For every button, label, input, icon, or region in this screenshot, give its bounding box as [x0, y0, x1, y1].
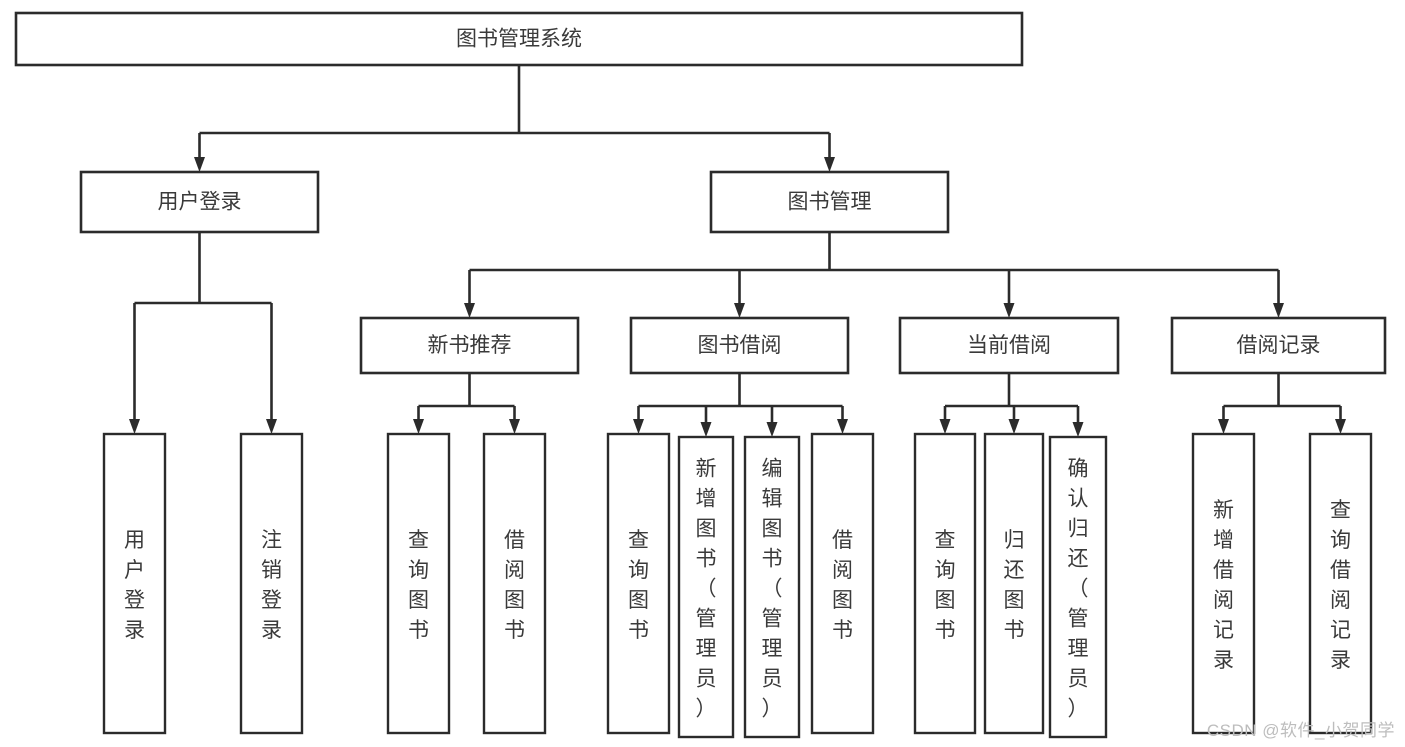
node-label: 新增图书（管理员）: [696, 457, 717, 720]
arrow-head-icon: [509, 419, 520, 434]
arrow-head-icon: [824, 157, 835, 172]
node-box: [79, 170, 320, 234]
arrow-head-icon: [734, 303, 745, 318]
node-box: [14, 11, 1024, 67]
node-box: [810, 432, 875, 735]
node-user-login[interactable]: 用户登录: [79, 170, 320, 234]
node-box: [743, 435, 801, 739]
node-book-mgmt[interactable]: 图书管理: [709, 170, 950, 234]
node-box: [1191, 432, 1256, 735]
node-label: 新书推荐: [428, 334, 512, 357]
node-leaf-return-book[interactable]: 归还图书: [983, 432, 1045, 735]
node-leaf-user-login[interactable]: 用户登录: [102, 432, 167, 735]
node-layer: 图书管理系统用户登录图书管理新书推荐图书借阅当前借阅借阅记录用户登录注销登录查询…: [14, 11, 1387, 739]
arrow-head-icon: [1218, 419, 1229, 434]
node-box: [239, 432, 304, 735]
node-box: [898, 316, 1120, 375]
node-new-book-rec[interactable]: 新书推荐: [359, 316, 580, 375]
node-box: [709, 170, 950, 234]
node-leaf-add-record[interactable]: 新增借阅记录: [1191, 432, 1256, 735]
arrow-head-icon: [413, 419, 424, 434]
node-label: 图书管理: [788, 191, 872, 214]
arrow-head-icon: [464, 303, 475, 318]
node-borrow-record[interactable]: 借阅记录: [1170, 316, 1387, 375]
arrow-head-icon: [837, 419, 848, 434]
arrow-head-icon: [766, 422, 778, 437]
node-leaf-query-book-1[interactable]: 查询图书: [386, 432, 451, 735]
node-box: [983, 432, 1045, 735]
node-box: [913, 432, 977, 735]
node-label: 新增借阅记录: [1213, 499, 1234, 672]
node-label: 确认归还（管理员）: [1068, 457, 1089, 720]
arrow-head-icon: [633, 419, 644, 434]
arrow-head-icon: [266, 419, 277, 434]
arrow-head-icon: [1008, 419, 1020, 434]
arrow-head-icon: [1072, 422, 1084, 437]
node-box: [1170, 316, 1387, 375]
arrow-head-icon: [129, 419, 140, 434]
node-box: [1048, 435, 1108, 739]
node-label: 查询图书: [628, 529, 649, 642]
arrow-head-icon: [1003, 303, 1015, 318]
node-book-borrow[interactable]: 图书借阅: [629, 316, 850, 375]
node-leaf-query-book-3[interactable]: 查询图书: [913, 432, 977, 735]
node-leaf-confirm-return[interactable]: 确认归还（管理员）: [1048, 435, 1108, 739]
node-label: 编辑图书（管理员）: [762, 457, 783, 720]
node-label: 用户登录: [158, 191, 242, 214]
node-label: 借阅图书: [832, 529, 853, 642]
node-current-borrow[interactable]: 当前借阅: [898, 316, 1120, 375]
arrow-head-icon: [1335, 419, 1346, 434]
node-label: 图书管理系统: [456, 28, 582, 51]
node-box: [359, 316, 580, 375]
node-label: 借阅图书: [504, 529, 525, 642]
node-label: 归还图书: [1004, 529, 1025, 642]
node-label: 查询借阅记录: [1330, 499, 1351, 672]
node-label: 查询图书: [408, 529, 429, 642]
node-leaf-edit-book[interactable]: 编辑图书（管理员）: [743, 435, 801, 739]
node-box: [629, 316, 850, 375]
node-box: [606, 432, 671, 735]
arrow-head-icon: [700, 422, 712, 437]
node-box: [482, 432, 547, 735]
node-label: 查询图书: [935, 529, 956, 642]
node-box: [1308, 432, 1373, 735]
node-box: [102, 432, 167, 735]
node-label: 图书借阅: [698, 334, 782, 357]
node-label: 当前借阅: [967, 334, 1051, 357]
node-leaf-logout[interactable]: 注销登录: [239, 432, 304, 735]
node-box: [386, 432, 451, 735]
node-leaf-borrow-book-2[interactable]: 借阅图书: [810, 432, 875, 735]
node-box: [677, 435, 735, 739]
arrow-head-icon: [1273, 303, 1284, 318]
node-label: 注销登录: [261, 529, 282, 642]
connector-layer: [129, 65, 1346, 437]
arrow-head-icon: [194, 157, 205, 172]
arrow-head-icon: [939, 419, 951, 434]
node-leaf-add-book[interactable]: 新增图书（管理员）: [677, 435, 735, 739]
node-root[interactable]: 图书管理系统: [14, 11, 1024, 67]
node-label: 借阅记录: [1237, 334, 1321, 357]
node-leaf-query-record[interactable]: 查询借阅记录: [1308, 432, 1373, 735]
node-label: 用户登录: [124, 529, 145, 642]
node-leaf-borrow-book-1[interactable]: 借阅图书: [482, 432, 547, 735]
node-leaf-query-book-2[interactable]: 查询图书: [606, 432, 671, 735]
